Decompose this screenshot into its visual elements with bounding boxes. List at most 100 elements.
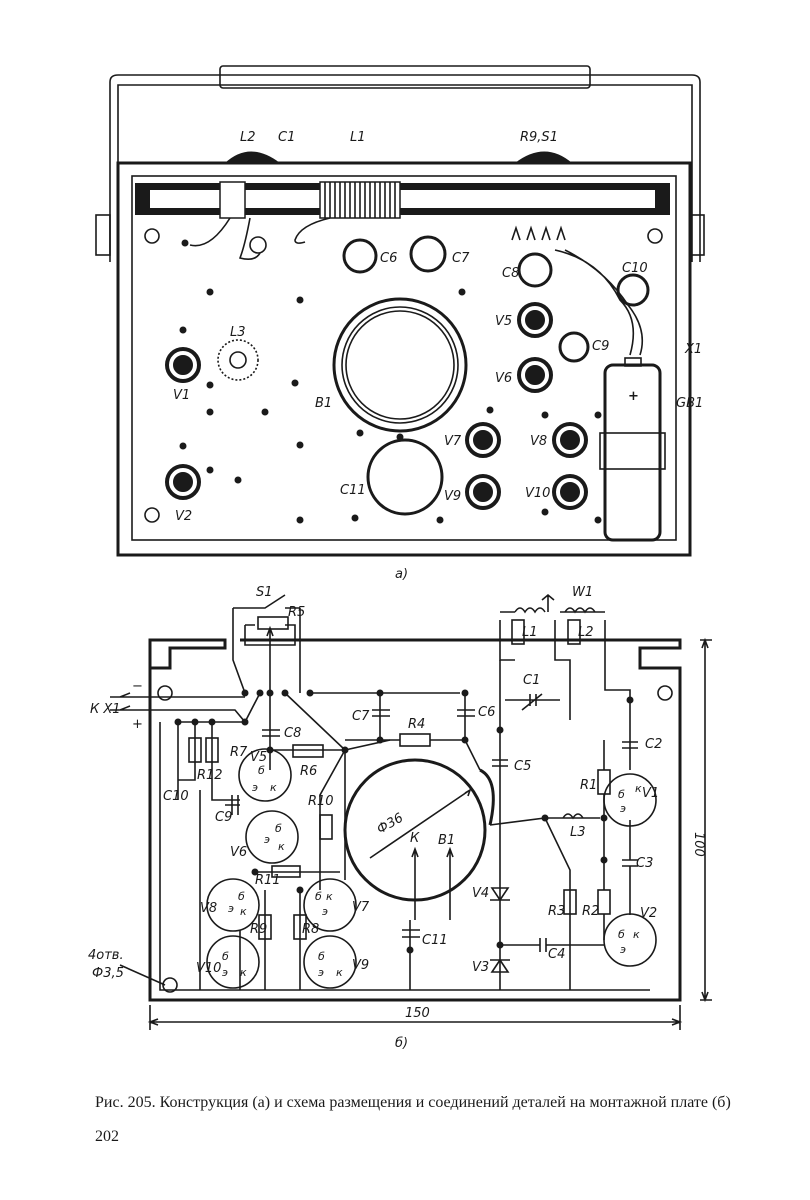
svg-text:R2: R2 [582,904,599,919]
transistor-V2 [603,913,657,967]
figure-b-labels: S1 R5 W1 L1 L2 К X1 − + C1 C7 R4 C6 C8 R… [88,585,706,1051]
svg-text:C7: C7 [352,709,370,724]
svg-text:Ф36: Ф36 [375,811,407,838]
svg-text:V2: V2 [175,509,192,524]
svg-text:V5: V5 [495,314,512,329]
case-body [116,161,692,557]
capacitor-C7 [409,235,447,273]
svg-text:V7: V7 [352,900,370,915]
coil-L1 [319,181,401,219]
resistor-R12 [188,737,202,763]
solder-points [174,689,634,954]
svg-text:R5: R5 [288,605,305,620]
carry-handle [109,74,701,262]
svg-text:к: к [336,966,343,979]
svg-text:R4: R4 [408,717,425,732]
svg-text:V8: V8 [200,901,217,916]
svg-text:R1: R1 [580,778,597,793]
svg-text:R6: R6 [300,764,317,779]
svg-text:L3: L3 [230,325,246,340]
svg-text:C1: C1 [278,130,295,145]
svg-text:к: к [240,905,247,918]
svg-text:V7: V7 [444,434,462,449]
svg-text:C6: C6 [380,251,397,266]
transistor-V7 [303,878,357,932]
coil-L3 [217,339,259,381]
svg-text:R12: R12 [197,768,223,783]
handle-grip [219,65,591,89]
svg-text:э: э [252,781,258,794]
svg-text:к: к [278,840,285,853]
resistor-R2 [597,889,611,915]
svg-text:R11: R11 [255,873,281,888]
resistor-R4 [399,733,431,747]
svg-text:V10: V10 [196,961,221,976]
page-number: 202 [95,1128,119,1145]
speaker-B1 [332,297,468,433]
svg-text:а): а) [395,567,408,582]
coil-L2 [219,181,246,219]
battery-GB1 [599,357,666,542]
svg-text:V8: V8 [530,434,547,449]
capacitor-C11 [366,438,444,516]
svg-text:Ф3,5: Ф3,5 [92,966,124,981]
capacitor-C1 [249,236,267,254]
svg-text:L1: L1 [522,625,538,640]
resistor-R3 [563,889,577,915]
figure-caption: Рис. 205. Конструкция (а) и схема размещ… [95,1094,731,1111]
svg-text:C3: C3 [636,856,653,871]
svg-text:C9: C9 [215,810,232,825]
svg-text:б): б) [395,1036,408,1051]
tuning-knob [225,151,280,163]
transistor-V6 [245,810,299,864]
capacitor-C10 [616,273,650,307]
transistor-V5 [238,748,292,802]
resistor-R8 [293,914,307,940]
svg-text:L2: L2 [578,625,594,640]
svg-text:к: к [326,890,333,903]
svg-text:э: э [228,902,234,915]
svg-text:V6: V6 [495,371,512,386]
svg-text:б: б [258,764,265,777]
resistor-R6 [292,744,324,758]
svg-text:э: э [264,833,270,846]
mounting-board [131,175,677,541]
coil-L2 [567,619,581,645]
svg-text:W1: W1 [572,585,593,600]
coil-L1 [511,619,525,645]
svg-text:C9: C9 [592,339,609,354]
svg-text:э: э [222,966,228,979]
svg-text:C5: C5 [514,759,531,774]
svg-text:V10: V10 [525,486,550,501]
svg-text:C1: C1 [523,673,540,688]
svg-text:К X1: К X1 [90,702,121,717]
capacitor-C9 [558,331,590,363]
svg-text:б: б [318,950,325,963]
transistor-V9 [303,935,357,989]
resistor-R9 [258,914,272,940]
svg-text:б: б [315,890,322,903]
svg-text:R8: R8 [302,922,319,937]
svg-text:C7: C7 [452,251,470,266]
svg-text:R9: R9 [250,922,267,937]
svg-text:б: б [275,822,282,835]
svg-text:L3: L3 [570,825,586,840]
transistor-V8 [206,878,260,932]
svg-text:б: б [618,788,625,801]
svg-text:L1: L1 [350,130,366,145]
resistor-R1 [597,769,611,795]
svg-text:э: э [620,802,626,815]
volume-knob [515,151,572,163]
svg-text:−: − [132,679,143,694]
svg-text:V6: V6 [230,845,247,860]
svg-text:б: б [222,950,229,963]
screw-heads [144,228,663,523]
wiring [110,593,712,1030]
svg-text:к: к [633,928,640,941]
resistor-R10 [319,814,333,840]
svg-text:к: к [635,782,642,795]
svg-text:C10: C10 [163,789,189,804]
